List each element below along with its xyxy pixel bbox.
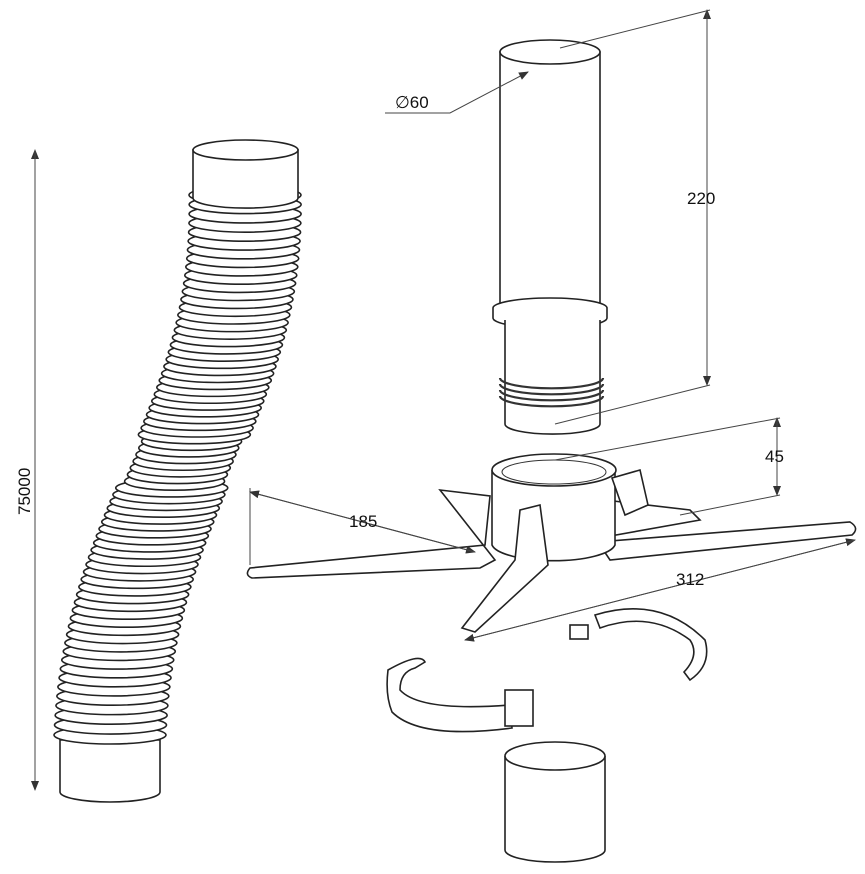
straight-tube — [492, 39, 608, 435]
base-height-label: 45 — [765, 447, 784, 466]
hose-length-label: 75000 — [15, 468, 34, 515]
dimension-lines — [31, 9, 856, 791]
flexible-hose — [53, 139, 302, 803]
tube-height-label: 220 — [687, 189, 715, 208]
base-width-label: 312 — [676, 570, 704, 589]
clip-right — [569, 608, 708, 682]
base-stand — [246, 453, 857, 633]
hose-top-cuff — [192, 149, 299, 209]
hose-bottom-cuff — [59, 739, 161, 803]
hose-top-opening — [192, 139, 299, 161]
diameter-label: ∅60 — [395, 93, 429, 112]
clip-left — [386, 657, 534, 733]
leg-length-label: 185 — [349, 512, 377, 531]
end-cap — [504, 741, 606, 863]
